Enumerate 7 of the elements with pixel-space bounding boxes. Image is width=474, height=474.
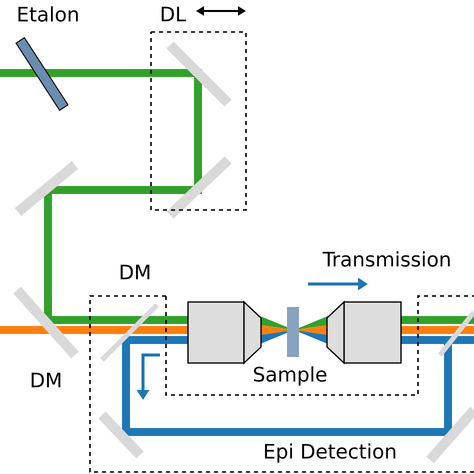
label: Epi Detection xyxy=(265,443,396,463)
label: Etalon xyxy=(18,6,78,22)
label: Sample xyxy=(254,366,326,386)
label: DL xyxy=(162,6,186,22)
label: DM xyxy=(32,372,60,388)
label: DM xyxy=(120,264,150,280)
label: Transmission xyxy=(322,251,450,267)
